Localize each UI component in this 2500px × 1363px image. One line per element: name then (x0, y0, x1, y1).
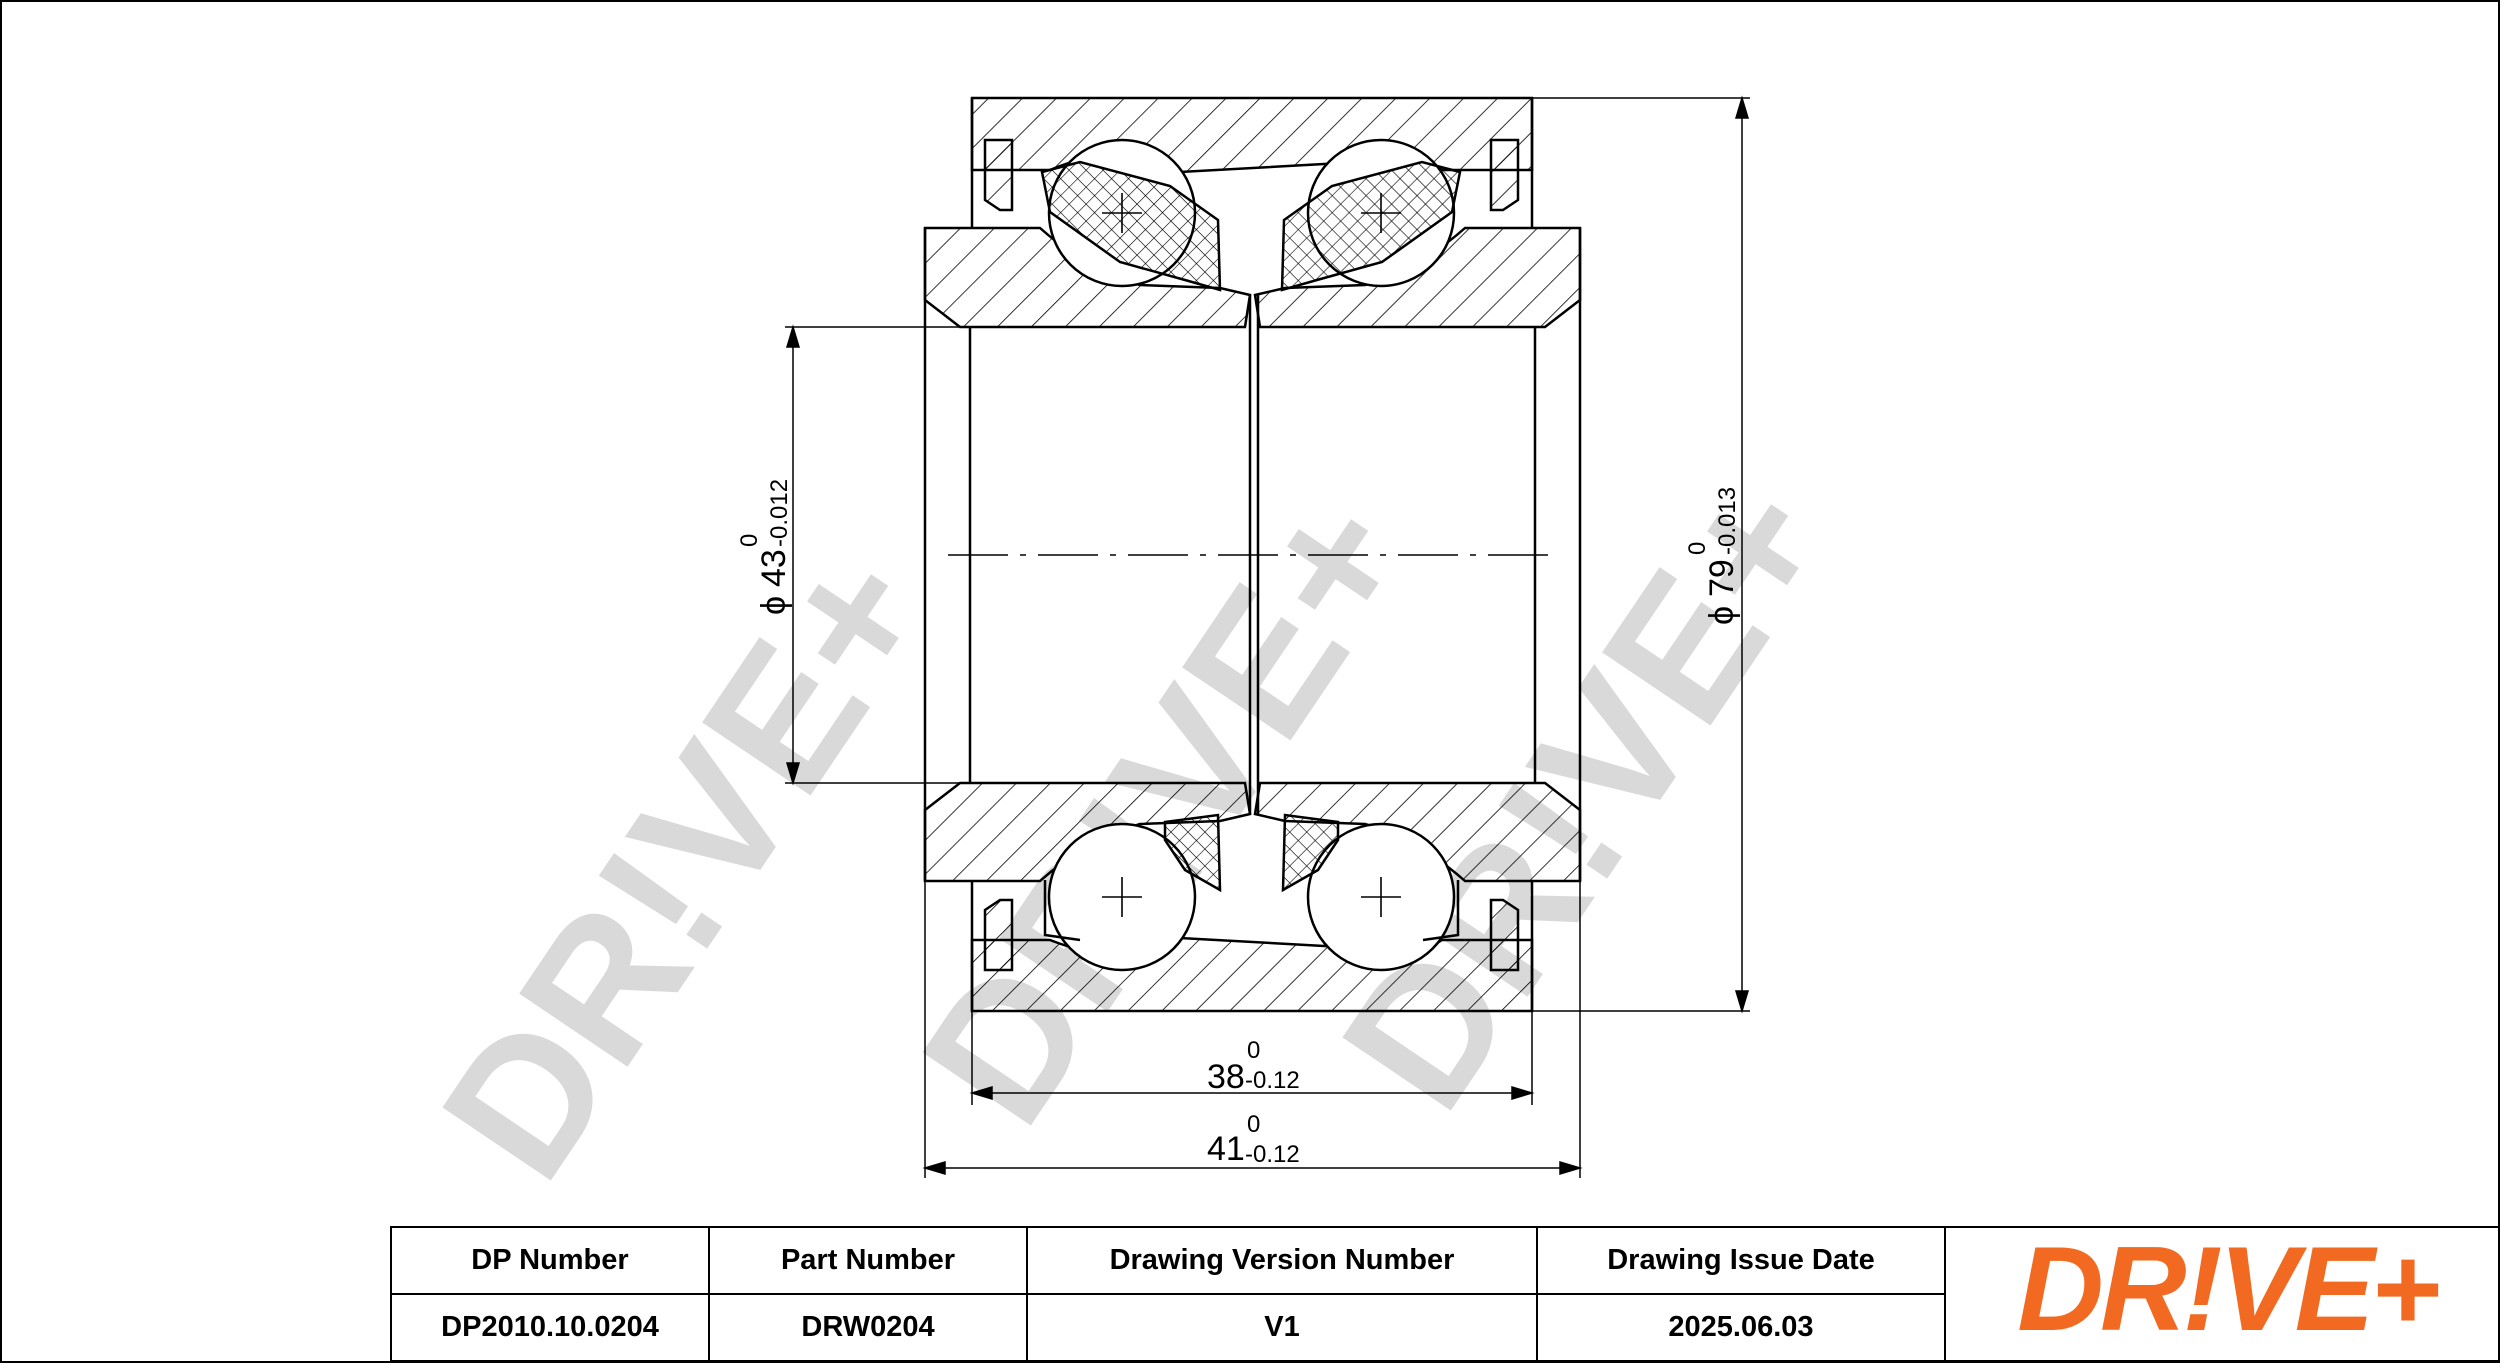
dimension-lines (785, 95, 1750, 1178)
part-number-value: DRW0204 (708, 1293, 1028, 1362)
svg-text:0: 0 (1247, 1111, 1260, 1138)
drive-logo: DR!VE+ (2017, 1222, 2442, 1356)
dp-number-value: DP2010.10.0204 (390, 1293, 710, 1362)
svg-text:-0.12: -0.12 (1245, 1067, 1300, 1094)
title-block-value-row: DP2010.10.0204 DRW0204 V1 2025.06.03 (390, 1293, 2500, 1362)
part-number-header: Part Number (708, 1226, 1028, 1295)
drive-logo-text: DR!VE+ (2017, 1230, 2438, 1350)
svg-text:79: 79 (1703, 559, 1741, 597)
cage-bottom-right (1281, 813, 1340, 893)
version-value: V1 (1026, 1293, 1538, 1362)
svg-text:-0.012: -0.012 (766, 479, 793, 547)
title-block-header-row: DP Number Part Number Drawing Version Nu… (390, 1222, 2500, 1362)
seal-bottom-left (983, 898, 1014, 972)
version-header: Drawing Version Number (1026, 1226, 1538, 1295)
dp-number-header: DP Number (390, 1226, 710, 1295)
svg-text:0: 0 (736, 534, 763, 547)
svg-text:-0.013: -0.013 (1714, 487, 1741, 555)
svg-text:-0.12: -0.12 (1245, 1141, 1300, 1168)
outer-ring-bottom (970, 936, 1534, 1013)
svg-text:41: 41 (1207, 1130, 1245, 1168)
svg-text:38: 38 (1207, 1058, 1245, 1096)
svg-text:0: 0 (1247, 1037, 1260, 1064)
watermark-left: DR!VE+ (402, 513, 970, 1214)
svg-text:ϕ: ϕ (755, 596, 793, 615)
issue-date-header: Drawing Issue Date (1536, 1226, 1946, 1295)
title-block: DP Number Part Number Drawing Version Nu… (390, 1222, 2500, 1362)
dim-inner-diameter: ϕ 43 0 -0.012 (736, 479, 793, 615)
cage-top-left (1040, 160, 1222, 292)
cage-top-right (1280, 160, 1462, 292)
dim-inner-width: 41 0 -0.12 (1207, 1111, 1300, 1168)
bearing-section (923, 96, 1582, 1013)
dim-outer-diameter: ϕ 79 0 -0.013 (1684, 487, 1741, 625)
seal-top-left (983, 138, 1014, 212)
issue-date-value: 2025.06.03 (1536, 1293, 1946, 1362)
svg-text:43: 43 (755, 549, 793, 587)
cage-bottom-left (1163, 813, 1222, 893)
svg-text:ϕ: ϕ (1703, 606, 1741, 625)
logo-cell: DR!VE+ (1944, 1222, 2500, 1362)
dim-outer-width: 38 0 -0.12 (1207, 1037, 1300, 1096)
outer-ring-top (970, 96, 1534, 174)
seal-bottom-right (1489, 898, 1520, 972)
svg-text:0: 0 (1684, 542, 1711, 555)
seal-top-right (1489, 138, 1520, 212)
